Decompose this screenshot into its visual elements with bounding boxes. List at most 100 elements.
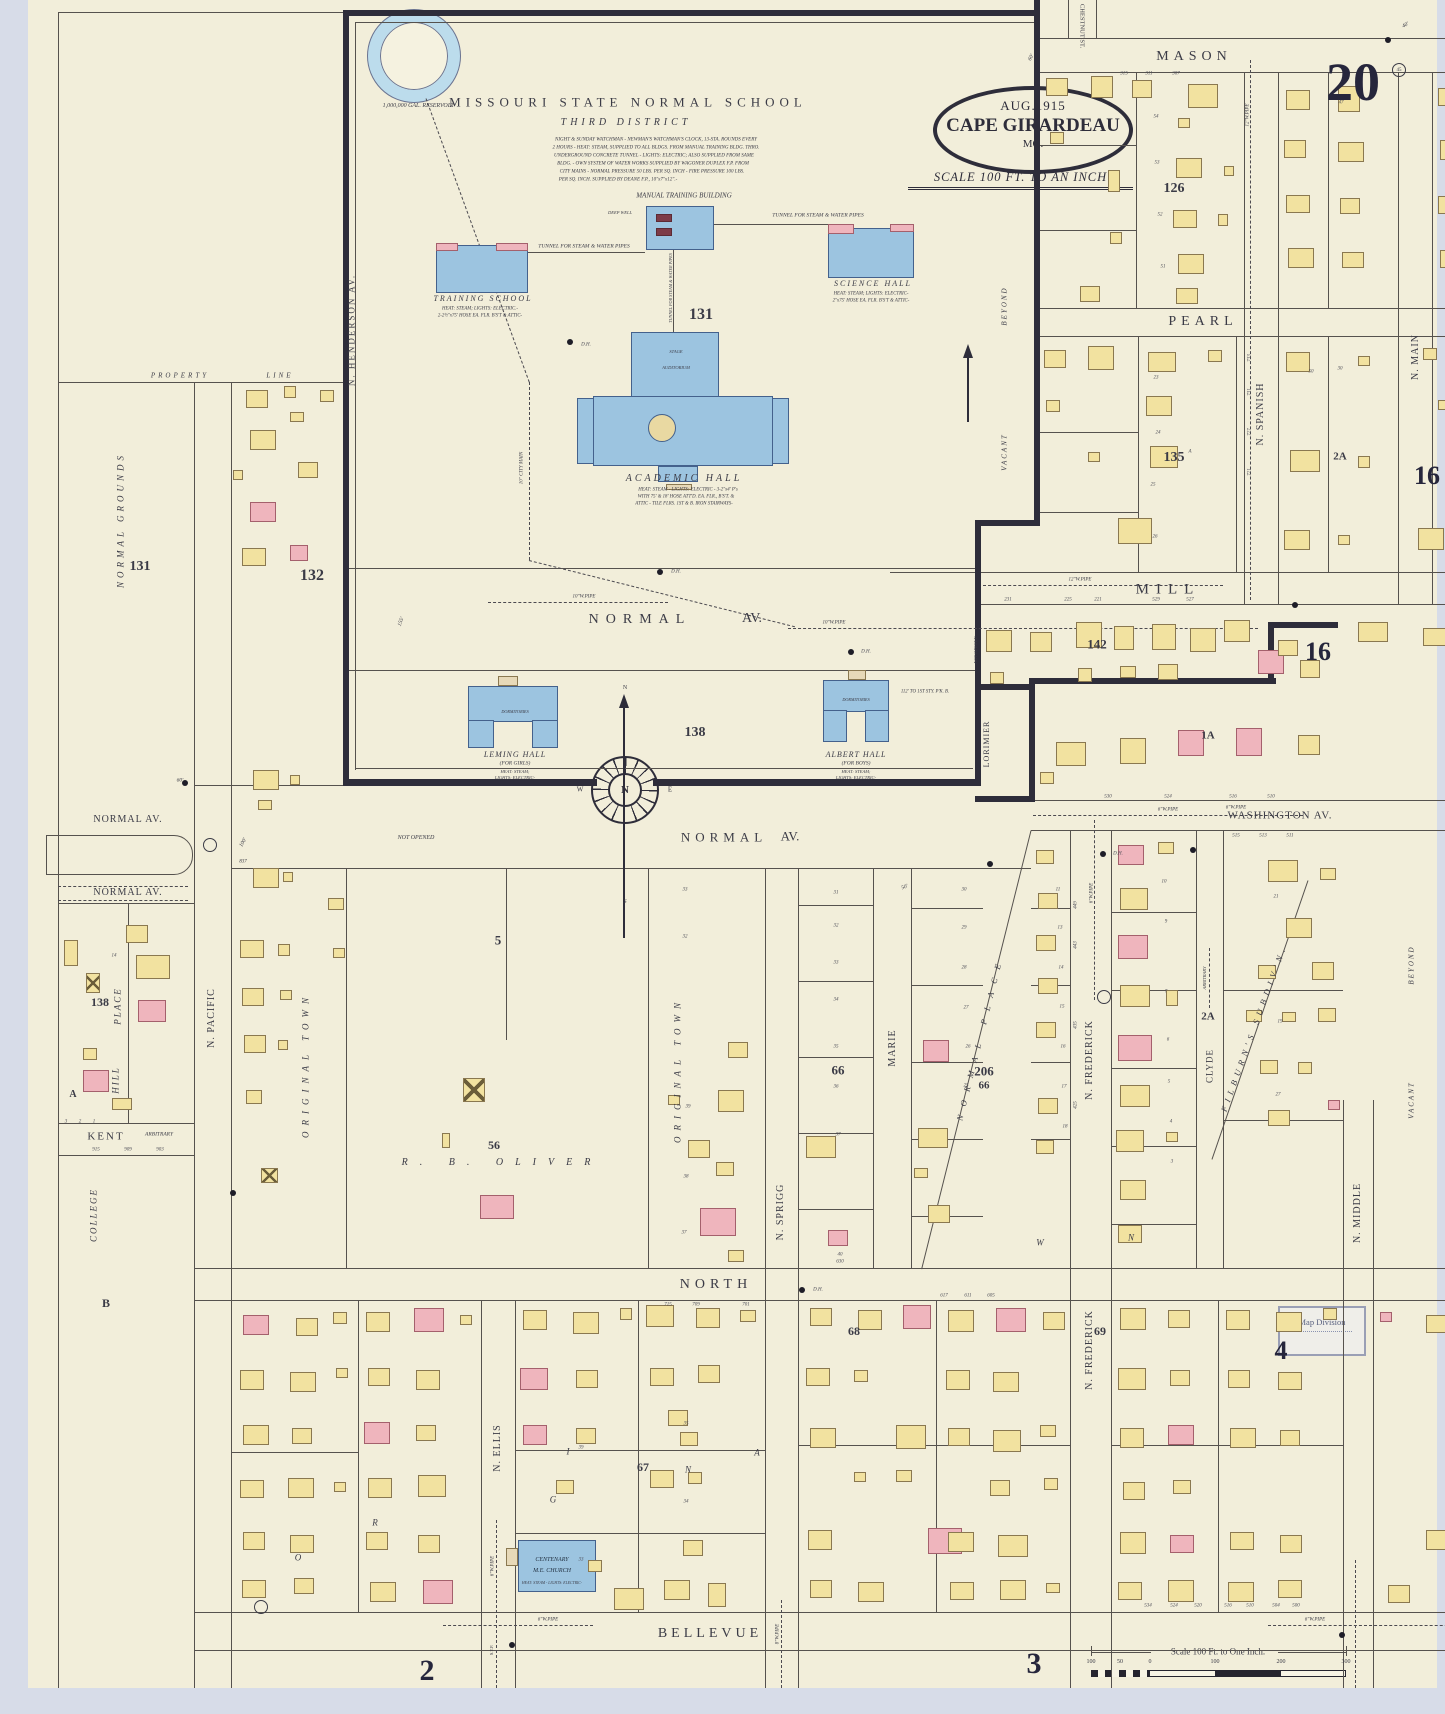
map-label: 60' (176, 777, 184, 784)
street-label: BELLEVUE (657, 1626, 763, 1641)
subdivision-label: FILBURN'S SUBDIV'N. (1218, 942, 1289, 1114)
lot-number: 26 (965, 1044, 971, 1050)
boundary-line (1268, 622, 1338, 628)
map-label: LIGHTS: ELECTRIC- (494, 774, 536, 780)
lot-number: 33 (682, 887, 688, 893)
street-line (128, 903, 129, 1123)
frame-building (1342, 252, 1364, 268)
frame-building (1078, 668, 1092, 682)
street-line (798, 868, 799, 1688)
map-label: BEYOND (1000, 286, 1009, 326)
street-line (194, 382, 195, 1688)
compass-rose-icon: N (591, 756, 659, 824)
lot-number: 14 (1058, 965, 1064, 971)
frame-building (1282, 1012, 1296, 1022)
map-label: N (1127, 1232, 1135, 1243)
block-number: 1A (1201, 729, 1215, 742)
lot-number: 311 (1145, 71, 1153, 77)
frame-building (366, 1532, 388, 1550)
map-label: 40' (1401, 21, 1411, 30)
map-label: 2 HOURS - HEAT: STEAM, SUPPLIED TO ALL B… (552, 145, 760, 151)
map-paper: AUG.1915 CAPE GIRARDEAU MO. SCALE 100 FT… (28, 0, 1445, 1688)
street-label: N. PACIFIC (206, 988, 217, 1048)
frame-building (806, 1136, 836, 1158)
map-label: PROPERTY (150, 371, 210, 380)
street-line (358, 1300, 359, 1612)
frame-building (1318, 1008, 1336, 1022)
street-label: CLYDE (1204, 1048, 1215, 1084)
map-label: O (294, 1552, 302, 1563)
adjacent-sheet-number: 16 (1414, 461, 1440, 490)
street-line (1346, 1646, 1347, 1656)
adjacent-sheet-number: 4 (1274, 1336, 1288, 1365)
frame-building (243, 1425, 269, 1445)
street-line (1091, 1646, 1092, 1656)
frame-building (1123, 1482, 1145, 1500)
street-line (231, 382, 232, 1688)
water-pipe-line (58, 900, 188, 901)
street-line (1111, 830, 1112, 1688)
lot-number: 16 (1060, 1044, 1066, 1050)
frame-building (294, 1578, 314, 1594)
lot-number: 24 (1155, 430, 1161, 436)
pipe-label: 10"W.PIPE (572, 594, 596, 600)
water-pipe-line (1355, 1560, 1356, 1688)
lot-number: 516 (1224, 1603, 1232, 1609)
frame-building (948, 1310, 974, 1332)
street-line (798, 981, 873, 982)
school-title: MISSOURI STATE NORMAL SCHOOL (449, 94, 807, 110)
frame-building (1148, 352, 1176, 372)
boundary-line (975, 520, 981, 786)
frame-building (1110, 232, 1122, 244)
frame-building (1426, 1315, 1445, 1333)
frame-building (334, 1482, 346, 1492)
scale-bar-caption: Scale 100 Ft. to One Inch. (1170, 1646, 1266, 1657)
street-line (1036, 308, 1445, 309)
frame-building (1338, 535, 1350, 545)
map-label: S (623, 899, 627, 905)
frame-building (1080, 286, 1100, 302)
frame-building (1290, 450, 1320, 472)
lot-number: 33 (833, 960, 839, 966)
street-line (1223, 990, 1343, 991)
street-line (1091, 1652, 1151, 1653)
frame-building (1038, 893, 1058, 909)
frame-building (418, 1475, 446, 1497)
lot-number: 715 (664, 1302, 672, 1308)
frame-building (646, 1305, 674, 1327)
special-building (823, 710, 847, 742)
map-date: AUG.1915 (1000, 98, 1066, 113)
map-label: HEAT: STEAM - LIGHTS: ELECTRIC - 3-2"x4'… (638, 487, 738, 493)
lot-number: 6 (1166, 1037, 1170, 1043)
frame-building (244, 1035, 266, 1053)
interior-detail (656, 228, 672, 236)
frame-building (240, 1370, 264, 1390)
street-label: NORMAL (588, 612, 692, 627)
lot-number: 3 (64, 1119, 68, 1125)
frame-building (1120, 1532, 1146, 1554)
street-line (911, 985, 983, 986)
lot-number: 10 (1161, 879, 1167, 885)
outbuilding-x (261, 1168, 278, 1183)
street-label: N. MIDDLE (1352, 1182, 1363, 1244)
frame-building (1056, 742, 1086, 766)
frame-building (1218, 214, 1228, 226)
frame-building (296, 1318, 318, 1336)
boundary-line (343, 10, 349, 785)
water-pipe-line (1094, 820, 1095, 1000)
map-label: I (566, 1446, 570, 1457)
frame-building (1224, 166, 1234, 176)
frame-building (688, 1472, 702, 1484)
frame-building (858, 1582, 884, 1602)
lot-number: 47 (1338, 100, 1344, 106)
map-label: NIGHT & SUNDAY WATCHMAN - NEWMAN'S WATCH… (555, 137, 757, 143)
lot-number: D.H. (861, 649, 871, 655)
hydrant-dot (1385, 37, 1391, 43)
frame-building (1423, 348, 1437, 360)
frame-building (1358, 456, 1370, 468)
frame-building (1036, 850, 1054, 864)
brick-building (480, 1195, 514, 1219)
lot-number: 500 (1292, 1603, 1300, 1609)
frame-building (1426, 1530, 1445, 1550)
frame-building (240, 940, 264, 958)
